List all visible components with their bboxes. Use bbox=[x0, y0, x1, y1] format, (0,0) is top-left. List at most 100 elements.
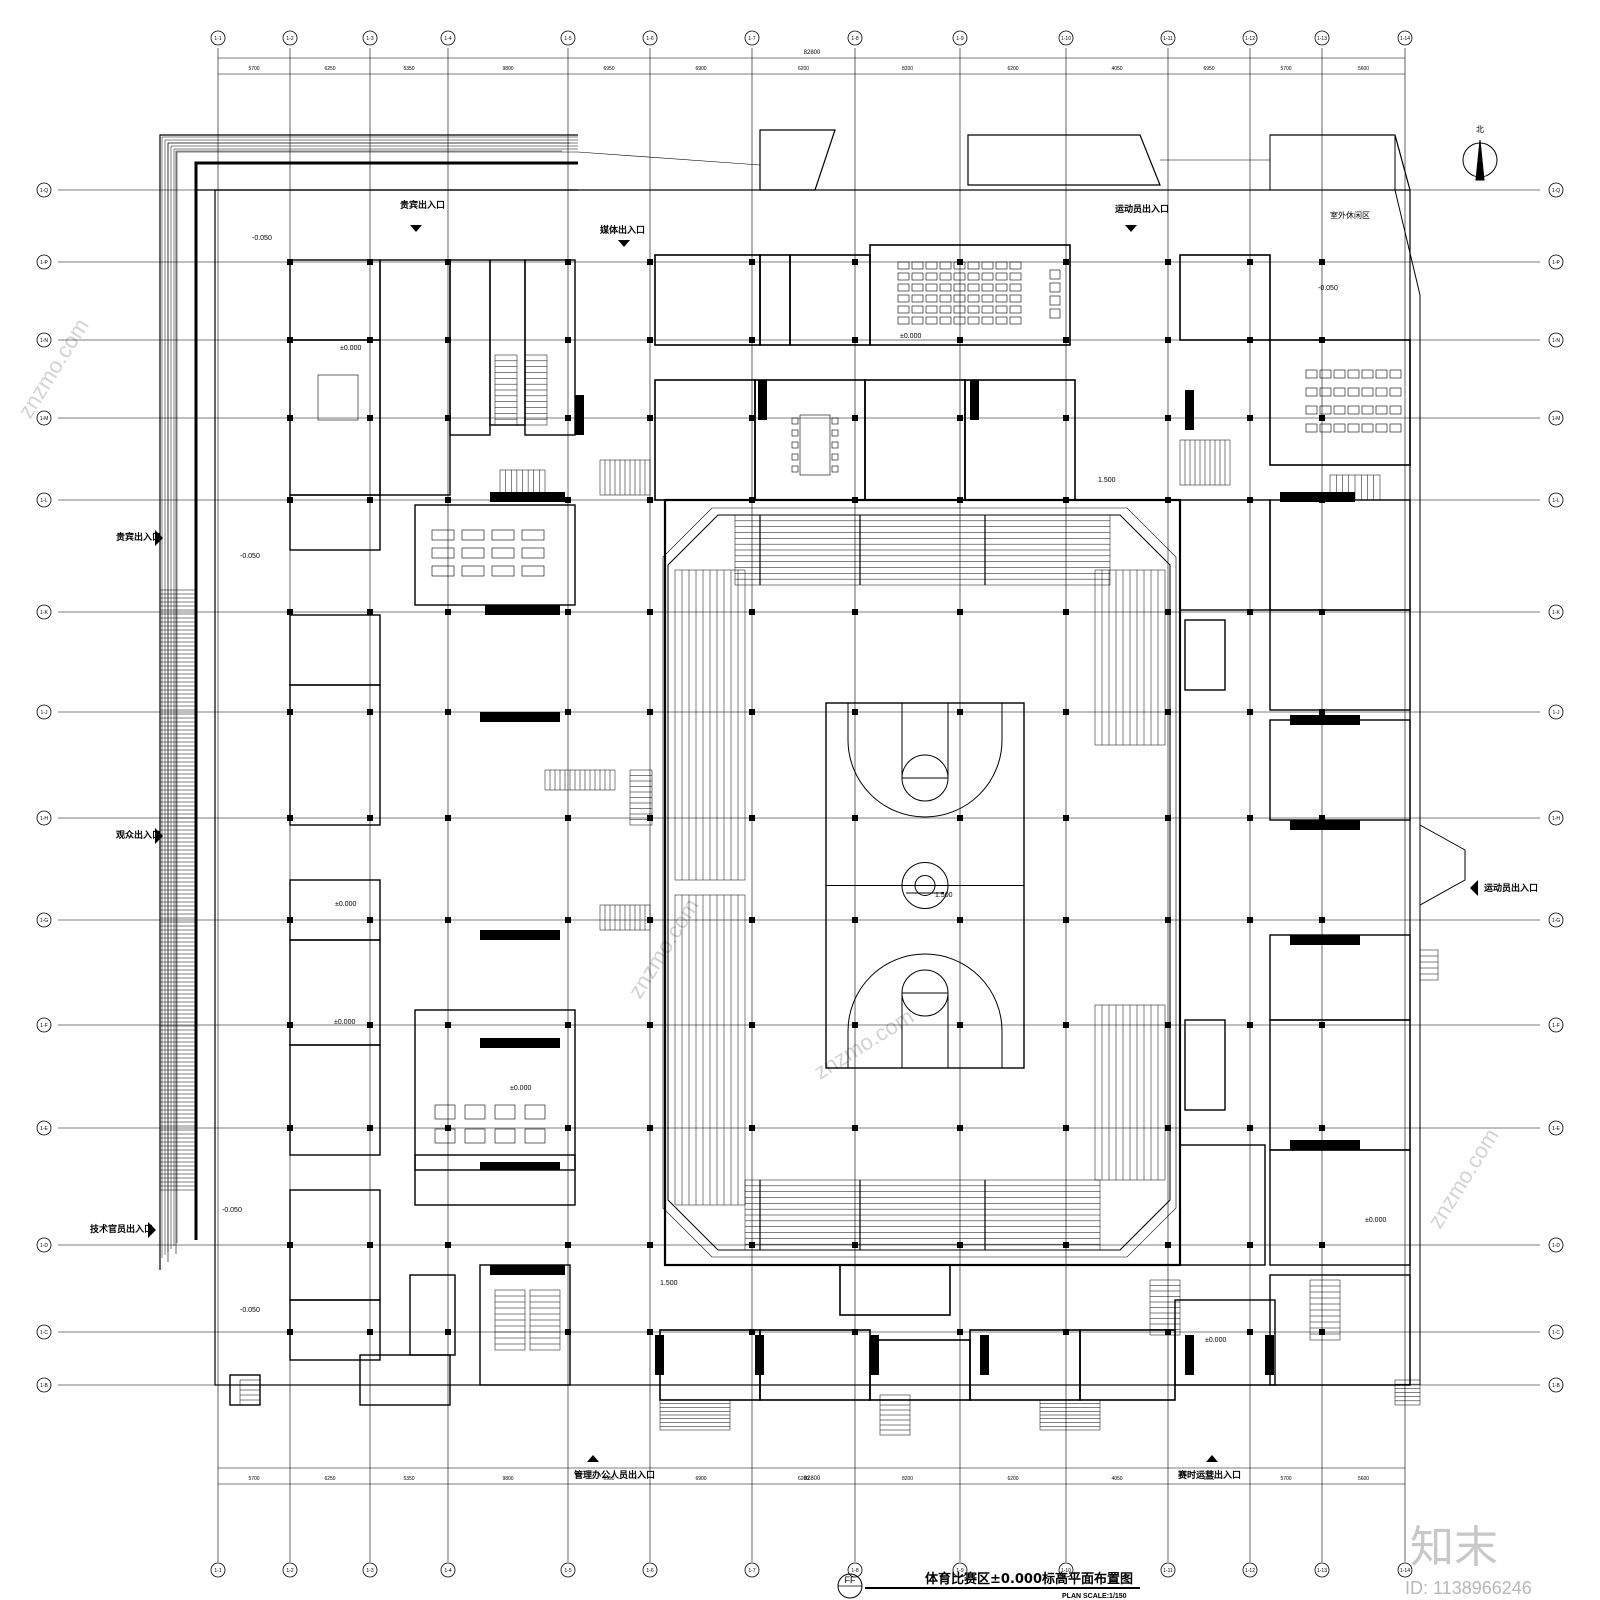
stair-cores bbox=[239, 354, 1439, 1436]
axis-label: 1-H bbox=[40, 816, 48, 822]
office-desk bbox=[464, 1128, 486, 1144]
admin-entrance-label: 管理办公人员出入口 bbox=[574, 1469, 655, 1481]
column bbox=[852, 1329, 858, 1335]
column bbox=[1319, 815, 1325, 821]
column bbox=[1319, 415, 1325, 421]
lecture-seat bbox=[911, 272, 924, 281]
total-dimension-top: 82800 bbox=[804, 50, 821, 56]
column bbox=[749, 917, 755, 923]
axis-bubble bbox=[36, 1017, 52, 1033]
classroom-desk bbox=[1389, 387, 1402, 397]
chair bbox=[791, 429, 799, 437]
axis-bubble bbox=[1548, 332, 1564, 348]
column bbox=[647, 609, 653, 615]
dimension-label: 6950 bbox=[603, 66, 614, 72]
dimension-label: 4050 bbox=[1111, 1476, 1122, 1482]
axis-label: 1-6 bbox=[646, 1568, 653, 1574]
axis-bubbles: 1-11-11-21-21-31-31-41-41-51-51-61-61-71… bbox=[36, 30, 1564, 1578]
lecture-seat bbox=[911, 305, 924, 314]
column bbox=[565, 1125, 571, 1131]
axis-label: 1-7 bbox=[748, 1568, 755, 1574]
column bbox=[852, 917, 858, 923]
watermark-site-3: znzmo.com bbox=[1423, 1124, 1504, 1233]
lecture-seat bbox=[939, 316, 952, 325]
axis-label: 1-7 bbox=[748, 36, 755, 42]
column bbox=[565, 1329, 571, 1335]
drawing-scale: PLAN SCALE:1/150 bbox=[1062, 1593, 1127, 1600]
lecture-seat bbox=[925, 316, 938, 325]
axis-label: 1-6 bbox=[646, 36, 653, 42]
classroom-desk bbox=[1361, 423, 1374, 433]
level-nw: -0.050 bbox=[252, 235, 272, 242]
lecture-seat bbox=[897, 283, 910, 292]
lecture-seat bbox=[1009, 272, 1022, 281]
column bbox=[287, 259, 293, 265]
column bbox=[647, 259, 653, 265]
axis-label: 1-M bbox=[1552, 416, 1561, 422]
column bbox=[647, 1329, 653, 1335]
axis-bubble bbox=[36, 810, 52, 826]
axis-label: 1-3 bbox=[366, 1568, 373, 1574]
classroom-desk bbox=[1319, 423, 1332, 433]
column bbox=[957, 259, 963, 265]
classroom-desk bbox=[1389, 405, 1402, 415]
axis-label: 1-P bbox=[40, 260, 48, 266]
axis-label: 1-G bbox=[1552, 918, 1560, 924]
column bbox=[1319, 1022, 1325, 1028]
lecture-seat bbox=[995, 305, 1008, 314]
axis-label: 1-13 bbox=[1317, 36, 1327, 42]
column bbox=[367, 415, 373, 421]
axis-bubble bbox=[560, 1562, 576, 1578]
chair bbox=[791, 441, 799, 449]
axis-bubble bbox=[642, 30, 658, 46]
office-desk bbox=[431, 547, 455, 559]
column bbox=[749, 1329, 755, 1335]
lecture-hall-seating bbox=[897, 261, 1061, 325]
lecture-seat bbox=[925, 305, 938, 314]
watermark-id: ID: 1138966246 bbox=[1405, 1578, 1532, 1598]
classroom-desk bbox=[1347, 423, 1360, 433]
level-south-corridor: 1.500 bbox=[660, 1280, 678, 1287]
dimension-label: 6200 bbox=[798, 1476, 809, 1482]
classroom-desk bbox=[1347, 369, 1360, 379]
north-arrow-icon bbox=[1462, 139, 1498, 181]
axis-bubble bbox=[36, 1324, 52, 1340]
lecture-seat bbox=[995, 294, 1008, 303]
axis-label: 1-J bbox=[1553, 710, 1560, 716]
column bbox=[1247, 497, 1253, 503]
watermark-diagonal: znzmo.com znzmo.com znzmo.com znzmo.com bbox=[13, 314, 1504, 1233]
vip-entrance-top-label: 贵宾出入口 bbox=[400, 199, 445, 211]
axis-label: 1-14 bbox=[1400, 36, 1410, 42]
axis-bubble bbox=[210, 1562, 226, 1578]
column bbox=[852, 1022, 858, 1028]
lecture-seat bbox=[925, 283, 938, 292]
chair bbox=[831, 417, 839, 425]
title-block bbox=[837, 1573, 1140, 1599]
axis-bubble bbox=[1548, 1237, 1564, 1253]
column bbox=[565, 259, 571, 265]
column bbox=[1247, 1329, 1253, 1335]
lecture-seat bbox=[925, 261, 938, 270]
column bbox=[1165, 259, 1171, 265]
lecture-seat bbox=[995, 261, 1008, 270]
column bbox=[852, 709, 858, 715]
axis-label: 1-4 bbox=[444, 1568, 451, 1574]
lecture-seat bbox=[953, 316, 966, 325]
shear-walls bbox=[480, 380, 1360, 1375]
dimension-label: 9800 bbox=[502, 66, 513, 72]
chair bbox=[791, 465, 799, 473]
column bbox=[749, 709, 755, 715]
column bbox=[287, 415, 293, 421]
podium-seat bbox=[1049, 282, 1061, 293]
lecture-seat bbox=[967, 283, 980, 292]
column bbox=[287, 337, 293, 343]
axis-bubble bbox=[36, 704, 52, 720]
office-desk bbox=[494, 1104, 516, 1120]
axis-label: 1-5 bbox=[564, 1568, 571, 1574]
axis-bubble bbox=[440, 1562, 456, 1578]
axis-bubble bbox=[1160, 1562, 1176, 1578]
column bbox=[1063, 917, 1069, 923]
axis-grid bbox=[58, 48, 1540, 1562]
column bbox=[1247, 259, 1253, 265]
lecture-seat bbox=[939, 283, 952, 292]
